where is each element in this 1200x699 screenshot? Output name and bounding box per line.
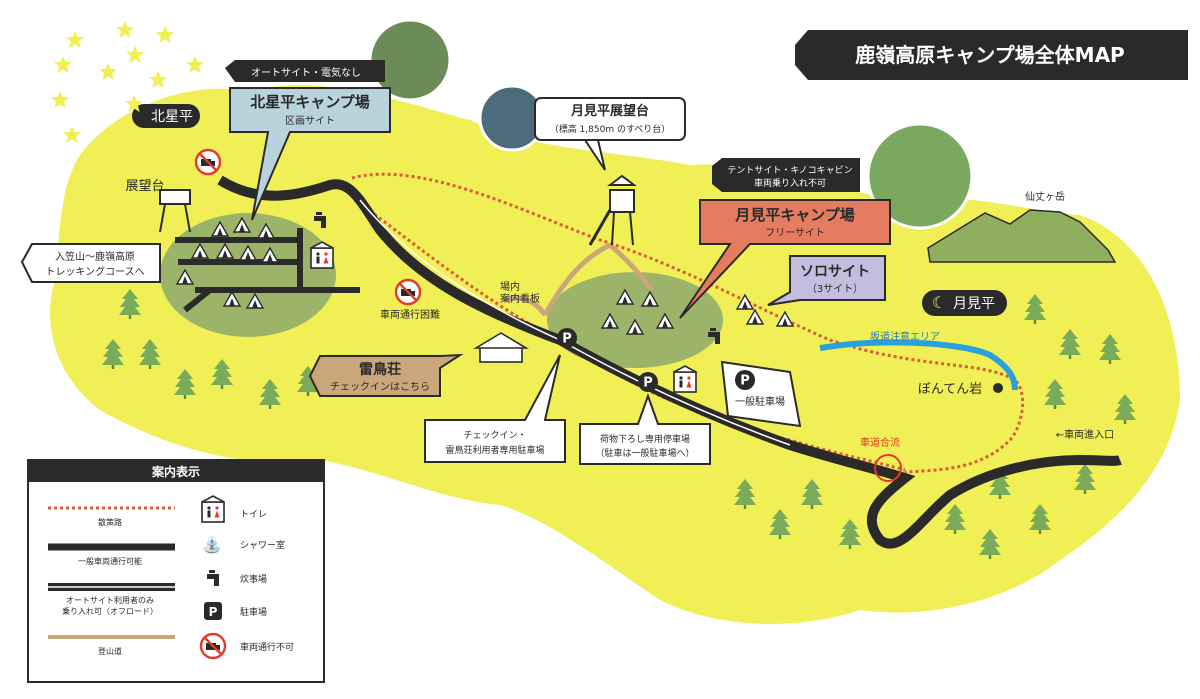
tsukimidaira-moon-icon: ☾ <box>932 293 946 312</box>
signboard-label-1: 場内 <box>500 280 520 293</box>
legend-toilet: トイレ <box>240 510 267 520</box>
raicho-name: 雷鳥荘 <box>359 361 401 378</box>
slope-label: 坂道注意エリア <box>870 330 940 343</box>
tsukimi-photo <box>866 122 974 230</box>
legend-title: 案内表示 <box>151 464 200 479</box>
tsukimi-sub: フリーサイト <box>765 227 825 239</box>
noentry-icon <box>394 278 422 306</box>
solo-callout <box>767 255 886 306</box>
senjo-mountain <box>927 209 1117 263</box>
tenbodai-tower <box>159 189 191 233</box>
parking-icon <box>638 372 658 392</box>
solo-name: ソロサイト <box>800 264 870 280</box>
raicho-building <box>473 332 529 363</box>
tsukimidaira-badge <box>922 290 1007 316</box>
legend-auto-1: オートサイト利用者のみ <box>66 595 154 605</box>
bonten-rock <box>993 383 1003 393</box>
unload-callout <box>579 393 711 465</box>
hokusei-name: 北星平キャンプ場 <box>250 93 370 111</box>
legend-shower: シャワー室 <box>240 539 285 551</box>
slide-tower <box>588 174 637 246</box>
tsukimi-callout <box>679 199 891 319</box>
shower-icon: ⛲ <box>202 535 222 554</box>
entrance-label: ←車両進入口 <box>1056 428 1114 441</box>
legend-road: 一般車両通行可能 <box>78 556 142 566</box>
general-parking <box>720 360 802 428</box>
slope-area <box>819 339 1018 391</box>
hokusei-sub: 区画サイト <box>285 115 335 127</box>
observatory-name: 月見平展望台 <box>570 103 649 119</box>
toilet-icon <box>310 241 334 269</box>
tsukimi-top-label-1: テントサイト・キノコキャビン <box>727 165 852 176</box>
observatory-sub: （標高 1,850m のすべり台） <box>550 123 671 135</box>
tsukimidaira-label: 月見平 <box>953 296 995 312</box>
toilet-icon <box>673 365 697 393</box>
signboard-label-2: 案内看板 <box>500 292 540 305</box>
legend-kitchen: 炊事場 <box>240 573 267 585</box>
observatory-callout <box>534 97 686 141</box>
merge-label: 車道合流 <box>860 436 900 449</box>
hokuseidaira-label: 北星平 <box>151 109 193 125</box>
legend-walk: 散策路 <box>98 517 122 527</box>
tsukimi-top-label-2: 車両乗り入れ不可 <box>754 177 826 189</box>
hiking-trail <box>504 242 654 317</box>
title-banner <box>795 30 1188 80</box>
legend: 案内表示 散策路 一般車両通行可能 オートサイト利用者のみ 乗り入れ可（オフロー… <box>27 459 325 683</box>
hokusei-forest <box>160 213 336 337</box>
tsukimi-top-banner <box>712 158 860 192</box>
hokusei-top-banner <box>225 60 385 82</box>
checkin-label-1: チェックイン・ <box>463 430 526 441</box>
auto-site-roads <box>175 228 360 313</box>
parking-icon-letter: P <box>209 605 218 619</box>
merge-point <box>874 454 902 482</box>
senjo-label: 仙丈ヶ岳 <box>1025 190 1065 203</box>
unload-label-2: （駐車は一般駐車場へ） <box>595 447 694 459</box>
tenbodai-label: 展望台 <box>125 178 164 194</box>
raicho-sub: チェックインはこちら <box>330 381 430 393</box>
tsukimi-name: 月見平キャンプ場 <box>734 206 855 224</box>
trek-callout <box>20 243 161 283</box>
hokusei-top-label: オートサイト・電気なし <box>251 66 361 79</box>
raicho-callout <box>308 353 464 397</box>
toilet-icon <box>201 495 225 523</box>
parking-icon <box>204 602 222 620</box>
parking-icon <box>557 328 577 348</box>
page-title: 鹿嶺高原キャンプ場全体MAP <box>855 43 1124 67</box>
general-parking-label: 一般駐車場 <box>735 395 785 408</box>
checkin-callout <box>424 354 566 463</box>
legend-parking: 駐車場 <box>240 606 267 618</box>
legend-noentry: 車両通行不可 <box>240 641 294 653</box>
checkin-label-2: 雷鳥荘利用者専用駐車場 <box>445 444 544 456</box>
bonten-label: ぼんてん岩 <box>918 382 982 397</box>
hokusei-callout <box>229 87 391 221</box>
trek-label-2: トレッキングコースへ <box>45 265 144 278</box>
noentry-icon <box>199 632 227 660</box>
trek-label-1: 入笠山〜鹿嶺高原 <box>55 250 135 263</box>
legend-hike: 登山道 <box>98 646 122 656</box>
difficult-label: 車両通行困難 <box>380 308 440 321</box>
legend-auto-2: 乗り入れ可（オフロード） <box>62 606 158 616</box>
noentry-icon <box>194 148 222 176</box>
unload-label-1: 荷物下ろし専用停車場 <box>600 433 690 445</box>
hokuseidaira-badge <box>132 104 200 128</box>
solo-sub: （3サイト） <box>807 283 863 295</box>
